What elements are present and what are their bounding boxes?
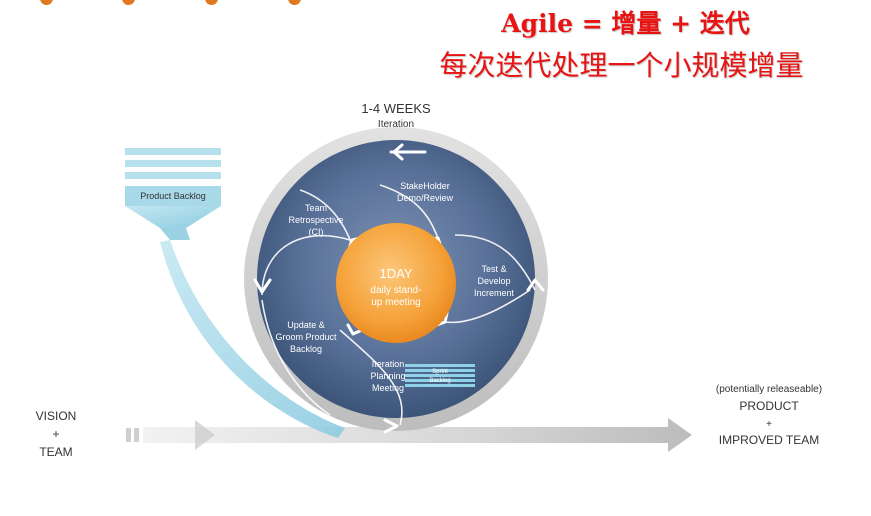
stage-test-1: Test & — [481, 264, 506, 274]
stage-planning-1: Iteration — [372, 359, 405, 369]
orange-dot — [122, 0, 135, 5]
product-backlog-funnel — [125, 148, 345, 438]
stage-retrospective-2: Retrospective — [288, 215, 343, 225]
stage-test-3: Increment — [474, 288, 515, 298]
daily-line-2: daily stand- — [370, 285, 421, 296]
stage-retrospective-1: Team — [305, 203, 327, 213]
sprint-backlog-2: Backlog — [429, 378, 450, 384]
title-line-1: Agile = 增量 + 迭代 — [501, 9, 750, 38]
vision-2: + — [52, 427, 59, 441]
product-backlog-label: Product Backlog — [140, 191, 206, 201]
sprint-backlog-1: Sprint — [432, 369, 448, 375]
orange-dot — [205, 0, 218, 5]
stage-groom-3: Backlog — [290, 344, 322, 354]
daily-standup-core — [336, 223, 456, 343]
daily-line-1: 1DAY — [380, 266, 413, 281]
product-3: + — [766, 419, 772, 430]
stage-retrospective-3: (CI) — [309, 227, 324, 237]
stage-planning-2: Planning — [370, 371, 405, 381]
product-2: PRODUCT — [739, 399, 799, 413]
stage-stakeholder-2: Demo/Review — [397, 193, 454, 203]
stage-groom-1: Update & — [287, 320, 325, 330]
decorative-dots — [0, 0, 871, 12]
stage-groom-2: Groom Product — [275, 332, 337, 342]
daily-line-3: up meeting — [371, 297, 420, 308]
timeline-arrow — [126, 418, 692, 452]
stage-test-2: Develop — [477, 276, 510, 286]
iteration-duration: 1-4 WEEKS — [361, 101, 431, 116]
sprint-backlog-stack — [405, 364, 475, 387]
orange-dot — [40, 0, 53, 5]
orange-dot — [288, 0, 301, 5]
product-4: IMPROVED TEAM — [719, 433, 819, 447]
stage-planning-3: Meeting — [372, 383, 404, 393]
stage-stakeholder-1: StakeHolder — [400, 181, 450, 191]
vision-3: TEAM — [39, 445, 72, 459]
iteration-label: Iteration — [378, 119, 414, 130]
vision-1: VISION — [36, 409, 77, 423]
title-line-2: 每次迭代处理一个小规模增量 — [439, 49, 804, 82]
swirl-lines — [261, 184, 536, 426]
product-1: (potentially releaseable) — [716, 384, 822, 395]
